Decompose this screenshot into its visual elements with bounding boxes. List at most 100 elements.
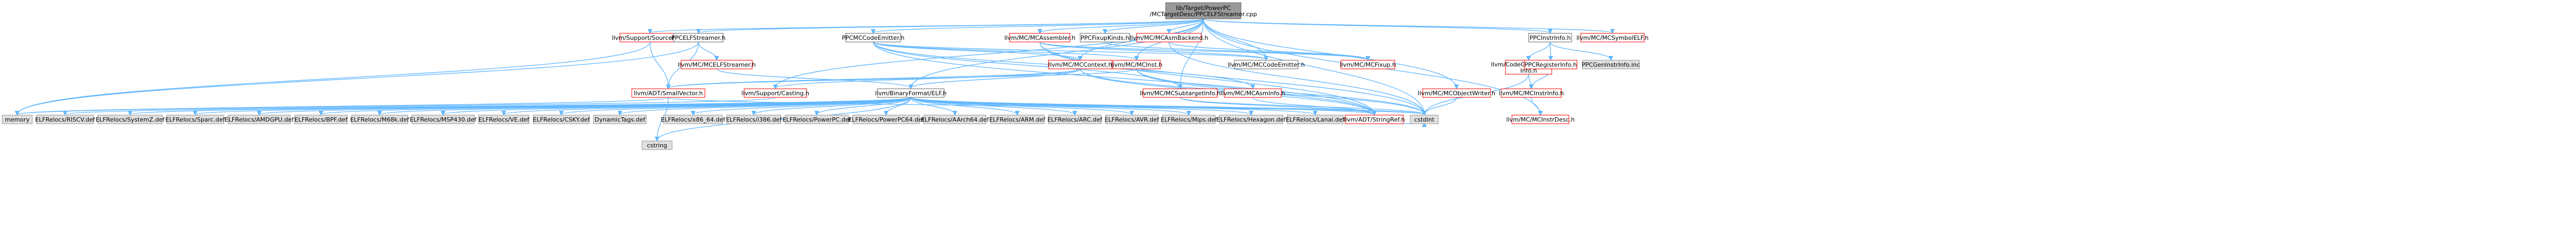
node-mcelfs[interactable]: llvm/MC/MCELFStreamer.h: [678, 60, 756, 69]
node-cstdint[interactable]: cstdint: [1410, 115, 1439, 124]
node-amdgpu[interactable]: ELFRelocs/AMDGPU.def: [225, 115, 295, 124]
node-ppcinstr[interactable]: PPCInstrInfo.h: [1528, 33, 1572, 42]
node-ppcmccode[interactable]: PPCMCCodeEmitter.h: [842, 33, 904, 42]
node-label-dyntags: DynamicTags.def: [595, 116, 646, 123]
node-label-ve: ELFRelocs/VE.def: [479, 116, 530, 123]
edge-binelf-to-x8664: [693, 97, 911, 115]
node-label-smallvec: llvm/ADT/SmallVector.h: [634, 90, 703, 97]
node-label-mcelfs: llvm/MC/MCELFStreamer.h: [678, 61, 756, 68]
node-ppcfix[interactable]: PPCFixupKinds.h: [1080, 33, 1130, 42]
node-mcinstrinfo[interactable]: llvm/MC/MCInstrInfo.h: [1499, 88, 1564, 98]
node-ppcreg[interactable]: PPCRegisterInfo.h: [1524, 60, 1578, 69]
node-ppc64[interactable]: ELFRelocs/PowerPC64.def: [848, 115, 925, 124]
node-subtarget[interactable]: llvm/MC/MCSubtargetInfo.h: [1140, 88, 1221, 98]
edge-smallvec-to-cstring: [657, 97, 669, 140]
edge-objwriter-to-cstdint: [1424, 97, 1457, 115]
node-label-csky: ELFRelocs/CSKY.def: [533, 116, 590, 123]
node-m68k[interactable]: ELFRelocs/M68k.def: [350, 115, 410, 124]
node-msp430[interactable]: ELFRelocs/MSP430.def: [410, 115, 477, 124]
edge-root-to-casting: [775, 18, 1204, 88]
node-box-avr: [1105, 115, 1159, 124]
node-ve[interactable]: ELFRelocs/VE.def: [478, 115, 530, 124]
node-mcinst[interactable]: llvm/MC/MCInst.h: [1111, 60, 1162, 69]
node-aarch64[interactable]: ELFRelocs/AArch64.def: [921, 115, 989, 124]
node-binelf[interactable]: llvm/BinaryFormat/ELF.h: [875, 88, 947, 98]
node-sparc[interactable]: ELFRelocs/Sparc.def: [166, 115, 226, 124]
node-box-mcelfs: [681, 60, 753, 69]
node-label-cstring: cstring: [647, 142, 667, 149]
edge-mcinstrinfo-to-mcinstrdesc: [1531, 97, 1540, 115]
node-bpf[interactable]: ELFRelocs/BPF.def: [294, 115, 348, 124]
node-srcmgr[interactable]: llvm/Support/SourceMgr.h: [612, 33, 688, 42]
node-label-mccodeem: llvm/MC/MCCodeEmitter.h: [1228, 61, 1304, 68]
edge-binelf-to-arc: [910, 97, 1075, 115]
node-csky[interactable]: ELFRelocs/CSKY.def: [533, 115, 590, 124]
node-label-ppcinstr: PPCInstrInfo.h: [1530, 34, 1571, 41]
node-box-bpf: [294, 115, 348, 124]
node-ppcgenin[interactable]: PPCGenInstrInfo.inc: [1582, 60, 1640, 69]
node-label-mcinstrdesc: llvm/MC/MCInstrDesc.h: [1506, 116, 1574, 123]
edge-mcasminfo-to-stringref: [1252, 97, 1374, 115]
node-memory[interactable]: memory: [2, 115, 33, 124]
node-label-ppcelfs: PPCELFStreamer.h: [672, 34, 726, 41]
node-hexagon[interactable]: ELFRelocs/Hexagon.def: [1217, 115, 1287, 124]
node-label-mcasminfo: llvm/MC/MCAsmInfo.h: [1221, 90, 1285, 97]
node-box-ppcelfs: [673, 33, 724, 42]
node-ppc[interactable]: ELFRelocs/PowerPC.def: [782, 115, 852, 124]
node-mcinstrdesc[interactable]: llvm/MC/MCInstrDesc.h: [1506, 115, 1575, 124]
edge-root-to-asmback: [1169, 18, 1204, 33]
node-box-lanai: [1287, 115, 1344, 124]
node-x8664[interactable]: ELFRelocs/x86_64.def: [661, 115, 726, 124]
edge-ppcinstr-to-ppcgenin: [1550, 41, 1611, 60]
edge-mccontext-to-binelf: [911, 68, 1081, 88]
node-objwriter[interactable]: llvm/MC/MCObjectWriter.h: [1418, 88, 1495, 98]
edge-srcmgr-to-smallvec: [650, 41, 668, 88]
node-cstring[interactable]: cstring: [641, 140, 673, 150]
node-label-asmback: llvm/MC/MCAsmBackend.h: [1130, 34, 1209, 41]
node-mcsymelf[interactable]: llvm/MC/MCSymbolELF.h: [1576, 33, 1649, 42]
edge-ppcinstr-to-ppcreg: [1550, 41, 1551, 60]
node-arm[interactable]: ELFRelocs/ARM.def: [989, 115, 1046, 124]
edge-root-to-mcsymelf: [1203, 18, 1612, 33]
node-riscv[interactable]: ELFRelocs/RISCV.def: [35, 115, 96, 124]
edge-ppcmccode-to-stringref: [873, 41, 1374, 115]
node-mcasminfo[interactable]: llvm/MC/MCAsmInfo.h: [1221, 88, 1285, 98]
node-label-riscv: ELFRelocs/RISCV.def: [35, 116, 95, 123]
node-label-mips: ELFRelocs/Mips.def: [1161, 116, 1218, 123]
node-box-ppc64: [852, 115, 920, 124]
node-box-ve: [478, 115, 530, 124]
node-avr[interactable]: ELFRelocs/AVR.def: [1104, 115, 1160, 124]
node-label-m68k: ELFRelocs/M68k.def: [350, 116, 410, 123]
node-box-mcinstrinfo: [1501, 88, 1562, 98]
node-stringref[interactable]: llvm/ADT/StringRef.h: [1344, 115, 1405, 124]
node-asmback[interactable]: llvm/MC/MCAsmBackend.h: [1130, 33, 1209, 42]
node-smallvec[interactable]: llvm/ADT/SmallVector.h: [631, 88, 705, 98]
node-label-msp430: ELFRelocs/MSP430.def: [410, 116, 477, 123]
node-mips[interactable]: ELFRelocs/Mips.def: [1161, 115, 1218, 124]
edge-mcasm-to-mcfixup: [1039, 41, 1368, 60]
node-mccontext[interactable]: llvm/MC/MCContext.h: [1048, 60, 1112, 69]
edge-binelf-to-ppc: [817, 97, 911, 115]
node-dyntags[interactable]: DynamicTags.def: [593, 115, 647, 124]
edge-binelf-to-lanai: [910, 97, 1315, 115]
node-box-csky: [533, 115, 590, 124]
edge-root-to-ppcelfs: [698, 18, 1204, 33]
node-root[interactable]: lib/Target/PowerPC/MCTargetDesc/PPCELFSt…: [1150, 2, 1257, 19]
node-systemz[interactable]: ELFRelocs/SystemZ.def: [96, 115, 165, 124]
node-mccodeem[interactable]: llvm/MC/MCCodeEmitter.h: [1228, 60, 1305, 69]
node-mcfixup[interactable]: llvm/MC/MCFixup.h: [1340, 60, 1396, 69]
node-label-mcasm: llvm/MC/MCAssembler.h: [1004, 34, 1075, 41]
node-box-m68k: [351, 115, 408, 124]
node-box-mcinstrdesc: [1511, 115, 1569, 124]
node-ppcelfs[interactable]: PPCELFStreamer.h: [672, 33, 726, 42]
node-arc[interactable]: ELFRelocs/ARC.def: [1047, 115, 1103, 124]
edge-subtarget-to-stringref: [1180, 97, 1374, 115]
node-box-hexagon: [1219, 115, 1283, 124]
node-box-ppcmccode: [845, 33, 901, 42]
node-box-memory: [2, 115, 33, 124]
node-mcasm[interactable]: llvm/MC/MCAssembler.h: [1004, 33, 1075, 42]
node-casting[interactable]: llvm/Support/Casting.h: [741, 88, 809, 98]
node-i386[interactable]: ELFRelocs/i386.def: [726, 115, 782, 124]
node-lanai[interactable]: ELFRelocs/Lanai.def: [1286, 115, 1345, 124]
